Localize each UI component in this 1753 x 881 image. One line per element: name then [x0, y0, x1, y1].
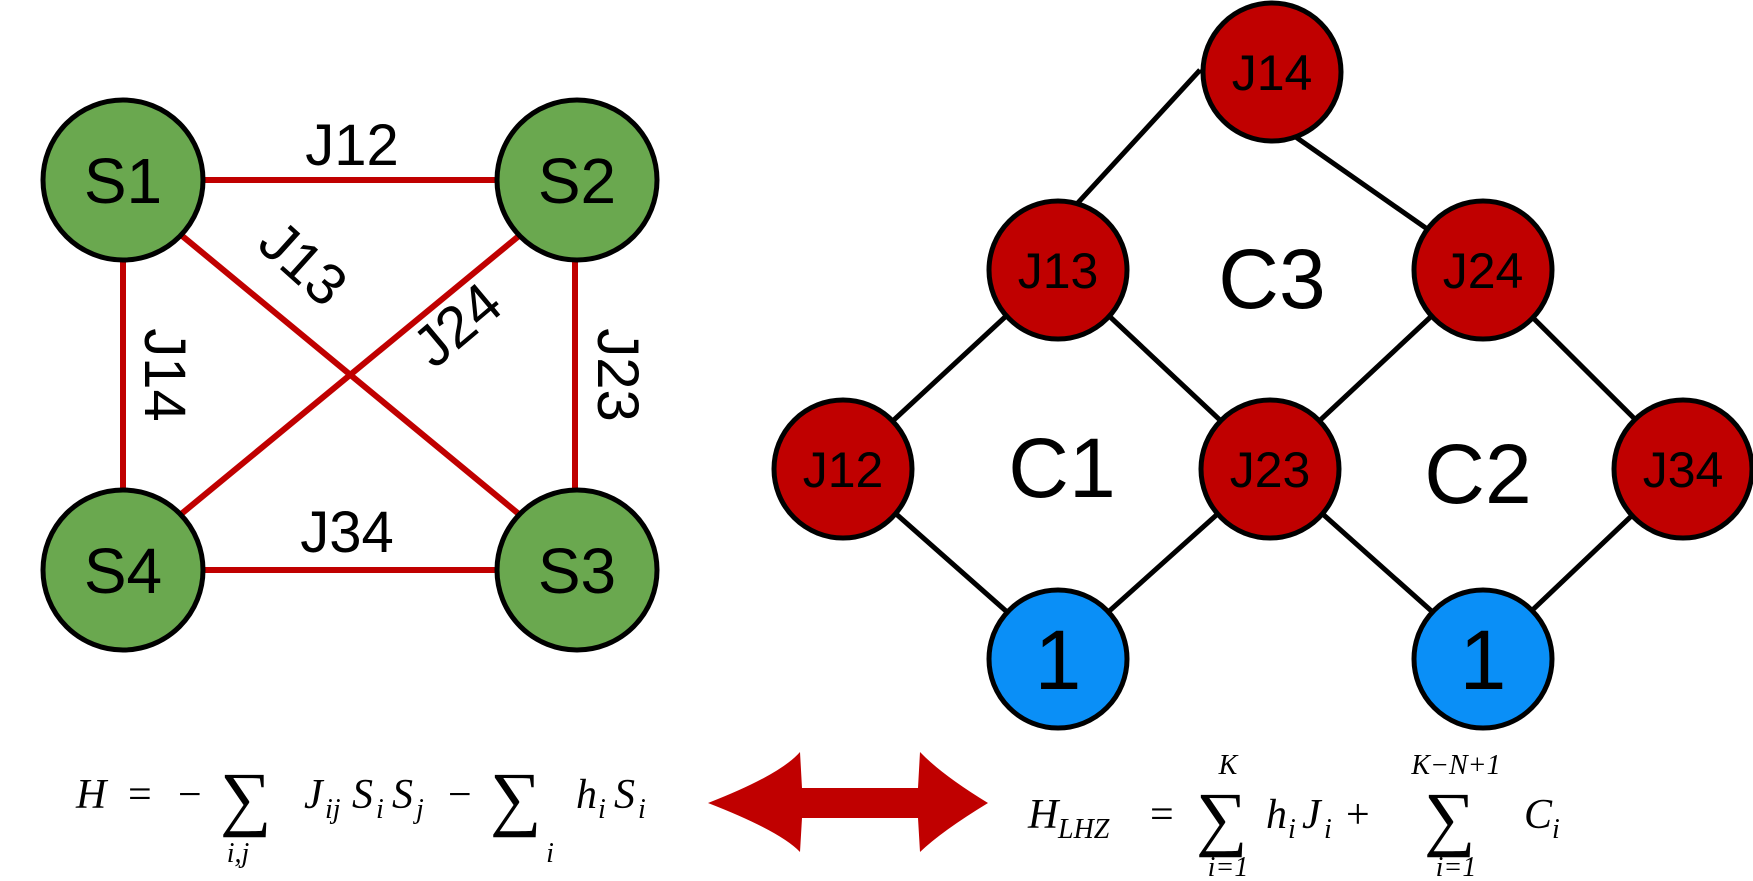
lhz-plus: + [1346, 792, 1370, 838]
ising-sum-2-sub: i [546, 838, 554, 869]
spin-label-s1: S1 [84, 145, 162, 217]
lhz-lhs: H [1027, 792, 1061, 838]
ising-term-1c: S [392, 772, 413, 818]
ising-lhs: H [75, 772, 109, 818]
ising-equation: H = − ∑ i,j J ij S i S j − ∑ i h i S i [75, 758, 646, 869]
lhz-sum-2-sup: K−N+1 [1410, 750, 1500, 781]
lhz-node-constant-right: 1 [1411, 587, 1555, 731]
lhz-node-j12: J12 [771, 397, 915, 541]
spin-node-s4: S4 [40, 487, 206, 653]
lhz-node-j34: J34 [1611, 397, 1753, 541]
edge-label-j34: J34 [300, 500, 394, 565]
ising-term-2-sub: i [598, 794, 606, 825]
lhz-term-1-sub: i [1288, 814, 1296, 845]
lhz-label-j23: J23 [1230, 442, 1311, 498]
edge-s2-s4 [178, 232, 522, 518]
constraint-label-c3: C3 [1218, 232, 1325, 326]
spin-node-s3: S3 [494, 487, 660, 653]
lhz-sum-2: ∑ [1424, 778, 1475, 858]
lhz-equation: H LHZ = K ∑ i=1 h i J i + K−N+1 ∑ i=1 C … [1027, 750, 1560, 881]
lhz-term-1b-sub: i [1324, 814, 1332, 845]
lhz-sum-1: ∑ [1196, 778, 1247, 858]
edge-label-j14: J14 [132, 328, 197, 422]
lhz-node-j13: J13 [986, 198, 1130, 342]
lhz-label-j13: J13 [1018, 243, 1099, 299]
lhz-term-1: h [1266, 792, 1287, 838]
lhz-node-j14: J14 [1200, 0, 1344, 144]
lhz-lhs-sub: LHZ [1057, 814, 1110, 845]
lhz-sum-1-sup: K [1218, 750, 1239, 781]
lhz-eq: = [1150, 792, 1174, 838]
lhz-term-2: C [1524, 792, 1553, 838]
edge-label-j24: J24 [401, 270, 514, 380]
lhz-label-constant-right: 1 [1460, 613, 1507, 707]
lhz-sum-1-sub: i=1 [1208, 852, 1249, 881]
edge-label-j12: J12 [305, 113, 399, 178]
constraint-label-c2: C2 [1424, 427, 1531, 521]
ising-term-1-sub: ij [325, 794, 341, 825]
double-arrow [708, 752, 988, 852]
lhz-node-j23: J23 [1198, 397, 1342, 541]
ising-sum-2: ∑ [490, 758, 541, 838]
lhz-label-j24: J24 [1443, 243, 1524, 299]
lhz-node-j24: J24 [1411, 198, 1555, 342]
spin-graph: J12 J34 J14 J23 J13 J24 S1 S2 S3 S4 [40, 97, 660, 653]
constraint-label-c1: C1 [1008, 421, 1115, 515]
ising-sum-1: ∑ [220, 758, 271, 838]
lhz-label-constant-left: 1 [1035, 613, 1082, 707]
ising-term-2b-sub: i [638, 794, 646, 825]
lhz-label-j34: J34 [1643, 442, 1724, 498]
ising-term-2b: S [614, 772, 635, 818]
ising-term-1b: S [352, 772, 373, 818]
spin-node-s1: S1 [40, 97, 206, 263]
ising-term-1c-sub: j [413, 794, 424, 825]
lhz-label-j12: J12 [803, 442, 884, 498]
lhz-node-constant-left: 1 [986, 587, 1130, 731]
spin-label-s4: S4 [84, 535, 162, 607]
edge-label-j23: J23 [585, 328, 650, 422]
lhz-sum-2-sub: i=1 [1436, 852, 1477, 881]
ising-term-1b-sub: i [376, 794, 384, 825]
ising-sum-1-sub: i,j [227, 838, 250, 869]
ising-minus-2: − [448, 772, 472, 818]
ising-term-2: h [576, 772, 597, 818]
spin-node-s2: S2 [494, 97, 660, 263]
ising-term-1: J [304, 772, 325, 818]
lhz-graph: C3 C1 C2 J14 J13 J24 J12 J23 J34 [771, 0, 1753, 731]
lhz-term-1b: J [1302, 792, 1323, 838]
spin-label-s3: S3 [538, 535, 616, 607]
lhz-term-2-sub: i [1552, 814, 1560, 845]
ising-eq: = [128, 772, 152, 818]
spin-label-s2: S2 [538, 145, 616, 217]
lhz-label-j14: J14 [1232, 45, 1313, 101]
edge-s1-s3 [173, 227, 522, 518]
ising-minus-1: − [178, 772, 202, 818]
